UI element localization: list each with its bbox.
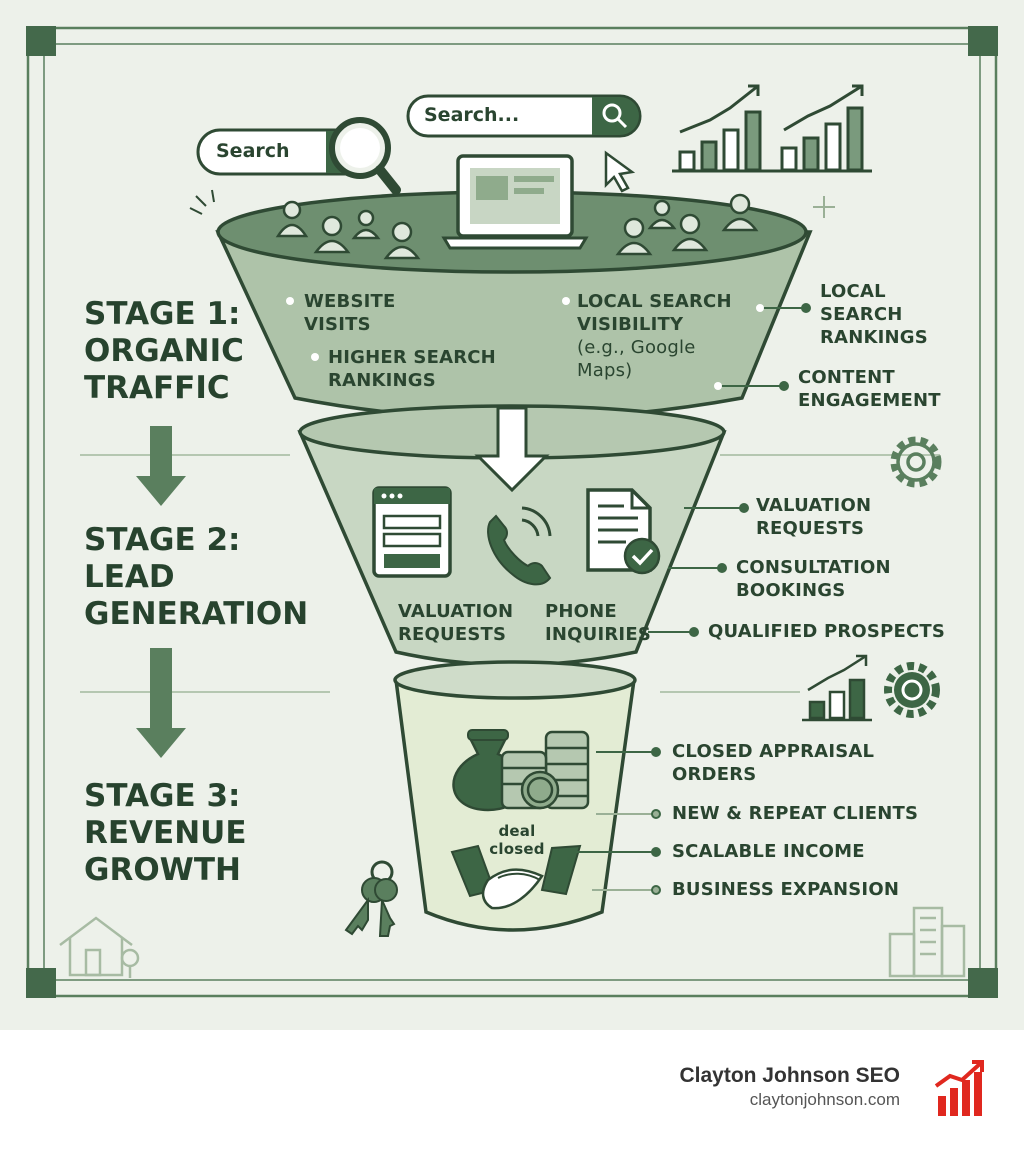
scalable-income-annotation: SCALABLE INCOME: [672, 841, 865, 862]
stage-3-line3: GROWTH: [84, 852, 241, 888]
handshake-icon: [450, 844, 582, 910]
new-repeat-clients-annotation: NEW & REPEAT CLIENTS: [672, 803, 919, 824]
local-visibility-line2: VISIBILITY: [577, 314, 684, 335]
stage-2-label: STAGE 2: LEAD GENERATION: [84, 522, 308, 633]
content-engagement-annotation: CONTENT ENGAGEMENT: [798, 366, 941, 412]
consultation-line1: CONSULTATION: [736, 557, 891, 578]
phone-inquiries-line1: PHONE: [545, 601, 617, 622]
stage-3-label: STAGE 3: REVENUE GROWTH: [84, 778, 247, 889]
content-engagement-line2: ENGAGEMENT: [798, 390, 941, 411]
local-visibility-line1: LOCAL SEARCH: [577, 291, 732, 312]
content-engagement-line1: CONTENT: [798, 367, 895, 388]
business-expansion-annotation: BUSINESS EXPANSION: [672, 879, 900, 900]
deal-closed-label: deal closed: [480, 822, 554, 858]
stage-1-line1: STAGE 1:: [84, 296, 241, 332]
deal-closed-line1: deal: [498, 822, 536, 840]
local-rankings-line3: RANKINGS: [820, 327, 928, 348]
web-form-icon: [372, 486, 452, 578]
stage-1-line3: TRAFFIC: [84, 370, 230, 406]
house-icon: [59, 916, 140, 978]
funnel-infographic: Search Search... STAGE 1: ORGANIC TRAFFI…: [0, 0, 1024, 1030]
cursor-icon: [604, 150, 636, 193]
search-placeholder-large: Search...: [424, 104, 520, 126]
valuation-requests-inner-label: VALUATION REQUESTS: [398, 600, 513, 646]
growth-chart-icon: [672, 84, 872, 173]
phone-icon: [487, 506, 552, 586]
qualified-prospects-annotation: QUALIFIED PROSPECTS: [708, 621, 946, 642]
brand-name: Clayton Johnson SEO: [679, 1064, 900, 1087]
buildings-icon: [888, 906, 966, 978]
local-rankings-line2: SEARCH: [820, 304, 903, 325]
search-bar-large: [406, 94, 642, 138]
local-search-rankings-annotation: LOCAL SEARCH RANKINGS: [820, 280, 928, 349]
section-dividers: [80, 454, 940, 693]
local-visibility-label: LOCAL SEARCH VISIBILITY (e.g., Google Ma…: [577, 290, 732, 382]
valuation-annotation-line2: REQUESTS: [756, 518, 865, 539]
stage-3-line1: STAGE 3:: [84, 778, 241, 814]
higher-rankings-line1: HIGHER SEARCH: [328, 347, 496, 368]
laptop-icon: [441, 154, 589, 250]
stage-arrows: [136, 426, 186, 758]
growth-chart-small-icon: [802, 654, 872, 722]
coin-stack-icon: [500, 730, 590, 810]
closed-appraisal-annotation: CLOSED APPRAISAL ORDERS: [672, 740, 874, 786]
gear-icon: [890, 436, 942, 488]
website-visits-line1: WEBSITE: [304, 291, 396, 312]
magnifier-icon: [329, 117, 401, 195]
stage-3-line2: REVENUE: [84, 815, 247, 851]
phone-inquiries-label: PHONE INQUIRIES: [545, 600, 651, 646]
deal-closed-line2: closed: [489, 840, 545, 858]
footer: Clayton Johnson SEO claytonjohnson.com: [0, 1030, 1024, 1154]
search-placeholder-small: Search: [216, 140, 290, 162]
document-check-icon: [586, 488, 661, 575]
brand-url[interactable]: claytonjohnson.com: [749, 1090, 900, 1109]
valuation-requests-annotation: VALUATION REQUESTS: [756, 494, 871, 540]
local-visibility-line4: Maps): [577, 360, 633, 381]
local-rankings-line1: LOCAL: [820, 281, 886, 302]
valuation-inner-line2: REQUESTS: [398, 624, 507, 645]
decorative-frame: [26, 26, 998, 998]
phone-inquiries-line2: INQUIRIES: [545, 624, 651, 645]
consultation-line2: BOOKINGS: [736, 580, 846, 601]
stage-1-label: STAGE 1: ORGANIC TRAFFIC: [84, 296, 244, 407]
higher-rankings-label: HIGHER SEARCH RANKINGS: [328, 346, 496, 392]
funnel-illustration: [26, 26, 998, 998]
valuation-annotation-line1: VALUATION: [756, 495, 872, 516]
stage-1-bullets: [286, 297, 570, 361]
keys-icon: [344, 860, 398, 937]
website-visits-line2: VISITS: [304, 314, 371, 335]
audience-icons: [275, 193, 759, 260]
sparkle-icon: [189, 189, 835, 218]
website-visits-label: WEBSITE VISITS: [304, 290, 396, 336]
stage-2-line2: LEAD: [84, 559, 175, 595]
higher-rankings-line2: RANKINGS: [328, 370, 436, 391]
gear-small-icon: [884, 662, 940, 718]
consultation-bookings-annotation: CONSULTATION BOOKINGS: [736, 556, 891, 602]
local-visibility-line3: (e.g., Google: [577, 337, 696, 358]
closed-appraisal-line2: ORDERS: [672, 764, 757, 785]
stage-2-line3: GENERATION: [84, 596, 309, 632]
closed-appraisal-line1: CLOSED APPRAISAL: [672, 741, 875, 762]
valuation-inner-line1: VALUATION: [398, 601, 514, 622]
stage-2-line1: STAGE 2:: [84, 522, 241, 558]
annotation-connectors: [568, 303, 811, 895]
stage-1-line2: ORGANIC: [84, 333, 244, 369]
brand-logo-icon: [934, 1060, 984, 1116]
